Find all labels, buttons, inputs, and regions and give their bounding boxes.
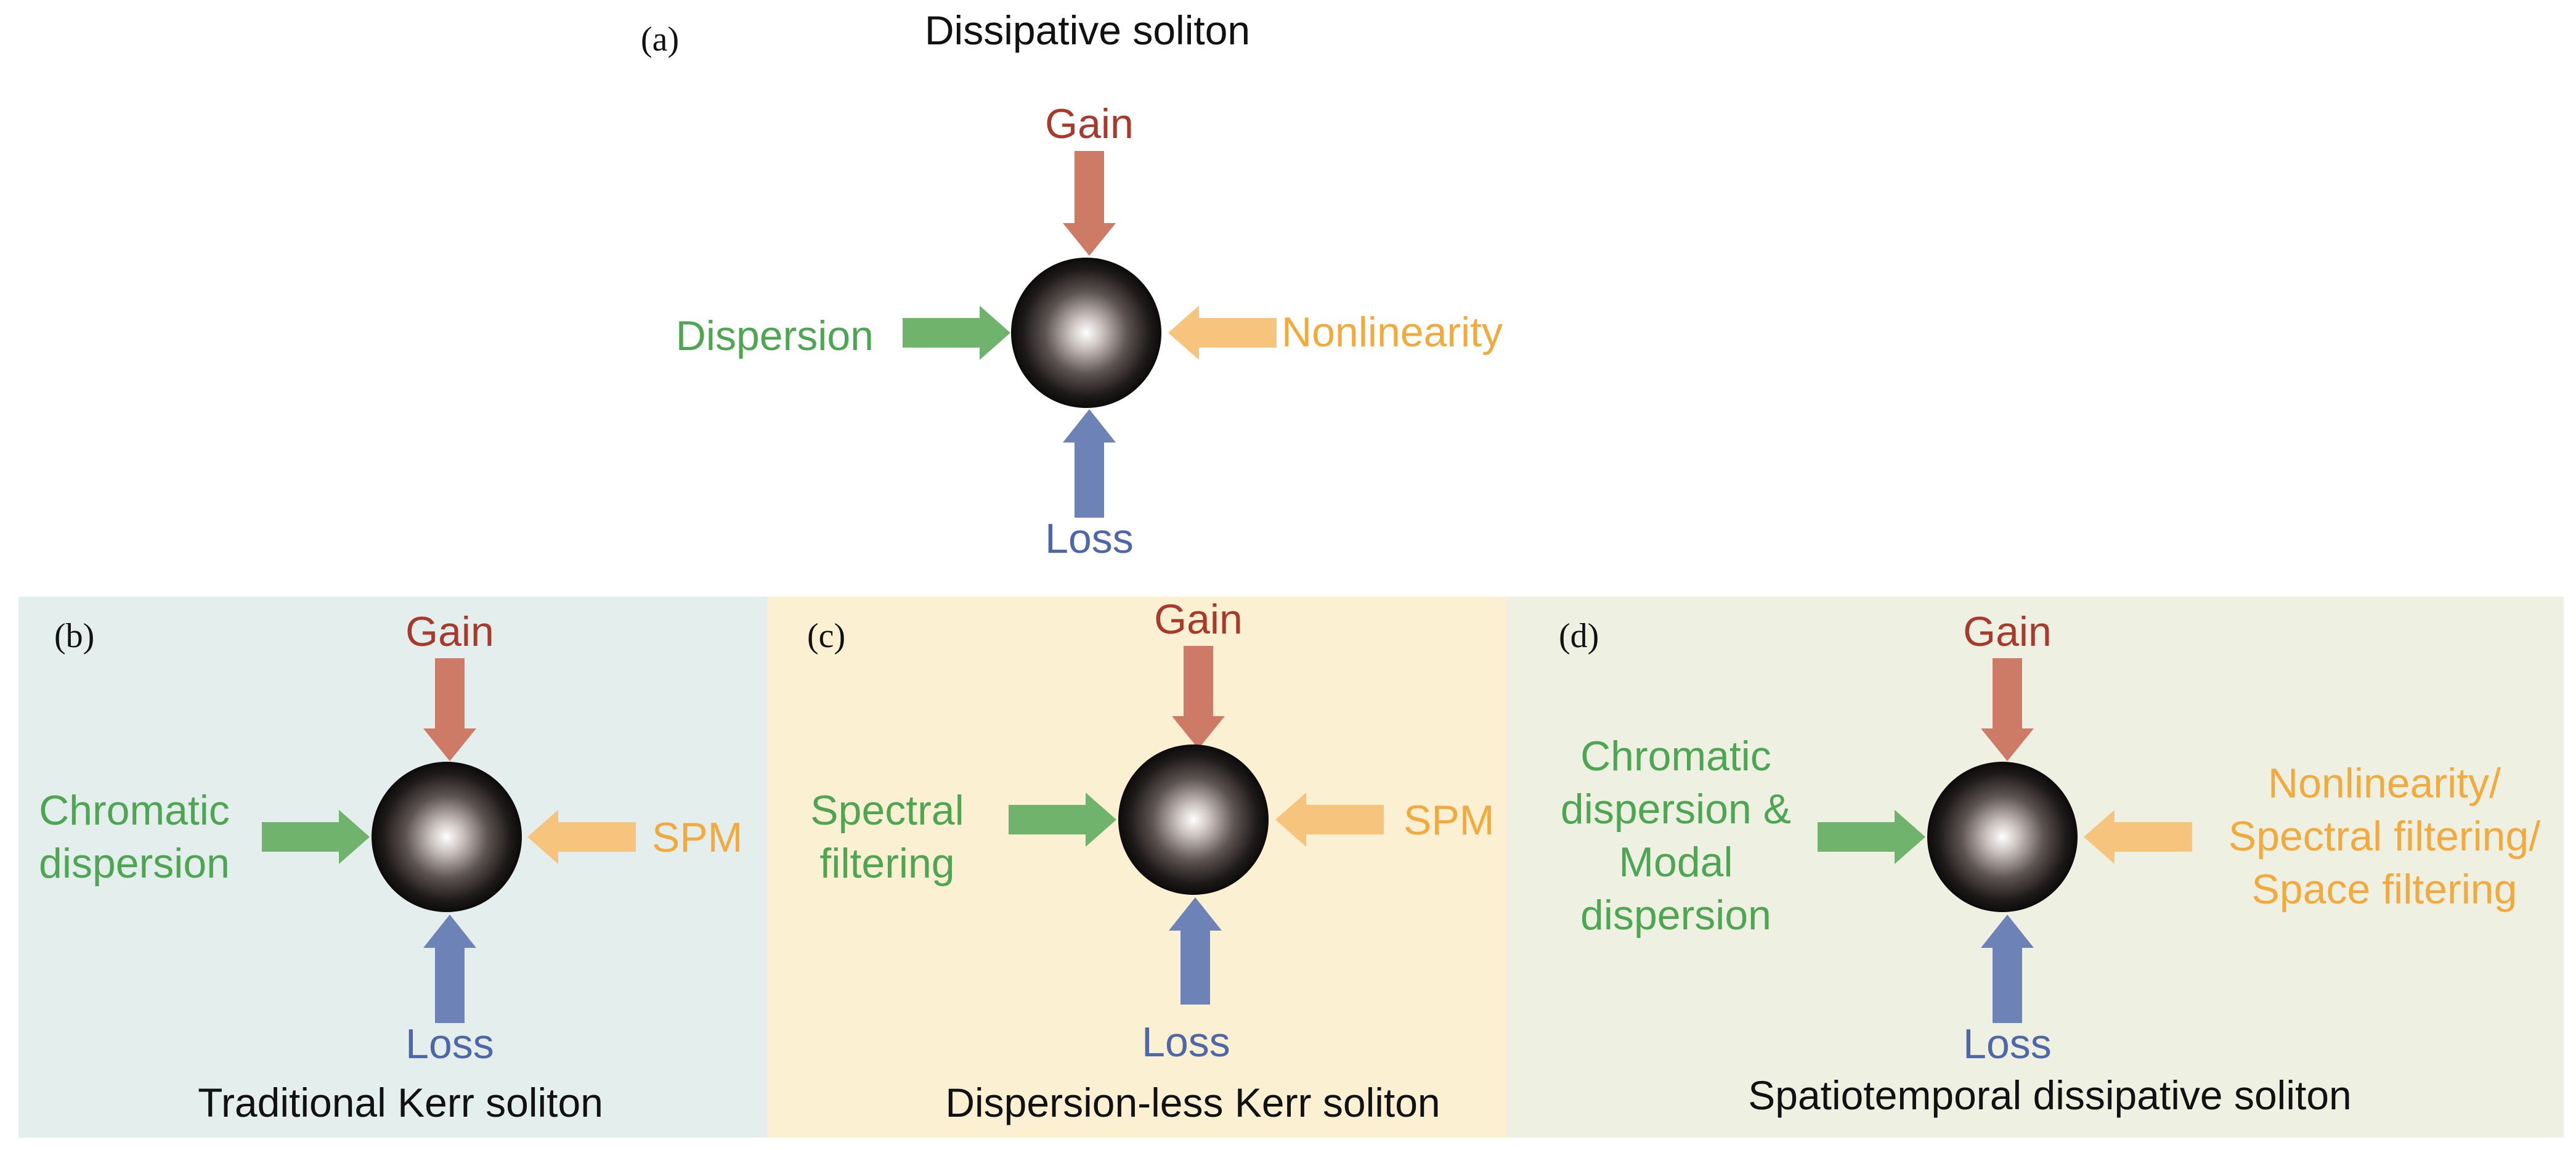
panel-d-right-label-line1: Nonlinearity/ bbox=[2268, 760, 2501, 807]
panel-c-loss-label: Loss bbox=[1142, 1019, 1230, 1066]
panel-a-title: Dissipative soliton bbox=[925, 7, 1250, 53]
panel-d-right-label-line3: Space filtering bbox=[2252, 866, 2517, 913]
panel-d-gain-label: Gain bbox=[1963, 608, 2052, 655]
panel-c-soliton bbox=[1118, 744, 1269, 895]
panel-c: (c) Gain Spectral filtering SPM Loss Dis… bbox=[807, 596, 1494, 1125]
panel-a-nonlinearity-arrow bbox=[1168, 306, 1277, 360]
panel-b-title: Traditional Kerr soliton bbox=[198, 1080, 603, 1125]
panel-d-left-label-line3: Modal bbox=[1619, 839, 1733, 886]
panel-a-gain-arrow bbox=[1063, 151, 1116, 256]
panel-c-right-label: SPM bbox=[1404, 797, 1494, 844]
panel-c-loss-arrow bbox=[1169, 897, 1222, 1005]
panel-c-left-label-line1: Spectral bbox=[810, 787, 964, 834]
panel-a-dispersion-arrow bbox=[903, 306, 1010, 360]
panel-b-right-label: SPM bbox=[652, 814, 742, 861]
panel-c-label: (c) bbox=[807, 617, 845, 655]
panel-c-left-label-line2: filtering bbox=[819, 840, 954, 887]
panel-d-dispersion-arrow bbox=[1818, 810, 1925, 864]
panel-b-loss-arrow bbox=[423, 915, 476, 1023]
panel-c-spectral-filtering-arrow bbox=[1009, 793, 1116, 847]
panel-a: (a) Dissipative soliton Gain Dispersion … bbox=[641, 7, 1503, 562]
panel-b: (b) Gain Chromatic dispersion SPM Loss T… bbox=[39, 608, 742, 1125]
panel-d-right-label-line2: Spectral filtering/ bbox=[2229, 813, 2541, 860]
panel-a-nonlinearity-label: Nonlinearity bbox=[1282, 309, 1503, 356]
panel-b-gain-arrow bbox=[423, 658, 476, 761]
panel-b-label: (b) bbox=[54, 617, 94, 655]
panel-b-left-label-line2: dispersion bbox=[39, 840, 230, 887]
panel-c-gain-arrow bbox=[1172, 646, 1225, 749]
panel-d-label: (d) bbox=[1559, 617, 1599, 655]
panel-a-gain-label: Gain bbox=[1045, 100, 1134, 147]
panel-a-dispersion-label: Dispersion bbox=[676, 312, 874, 359]
panel-d-gain-arrow bbox=[1981, 658, 2034, 761]
panel-c-spm-arrow bbox=[1275, 793, 1384, 847]
panel-c-title: Dispersion-less Kerr soliton bbox=[945, 1080, 1440, 1125]
panel-d-left-label-line1: Chromatic bbox=[1580, 733, 1771, 780]
panel-a-loss-arrow bbox=[1063, 409, 1116, 518]
panel-b-spm-arrow bbox=[527, 810, 636, 864]
panel-c-gain-label: Gain bbox=[1154, 596, 1243, 643]
panel-b-loss-label: Loss bbox=[405, 1021, 494, 1067]
panel-a-soliton bbox=[1011, 258, 1161, 408]
panel-d-left-label-line2: dispersion & bbox=[1561, 786, 1791, 833]
panel-b-gain-label: Gain bbox=[405, 608, 494, 655]
panel-d-filtering-arrow bbox=[2084, 810, 2192, 864]
panel-d-soliton bbox=[1927, 762, 2078, 912]
panel-d-left-label-line4: dispersion bbox=[1580, 892, 1771, 939]
panel-b-soliton bbox=[372, 762, 522, 912]
panel-d: (d) Gain Chromatic dispersion & Modal di… bbox=[1559, 608, 2540, 1118]
panel-a-label: (a) bbox=[641, 20, 679, 59]
panel-b-dispersion-arrow bbox=[262, 810, 370, 864]
panel-d-title: Spatiotemporal dissipative soliton bbox=[1748, 1072, 2352, 1118]
panel-a-loss-label: Loss bbox=[1045, 515, 1134, 562]
panel-d-loss-arrow bbox=[1981, 915, 2034, 1023]
panel-d-loss-label: Loss bbox=[1963, 1021, 2052, 1067]
panel-b-left-label-line1: Chromatic bbox=[39, 787, 230, 834]
